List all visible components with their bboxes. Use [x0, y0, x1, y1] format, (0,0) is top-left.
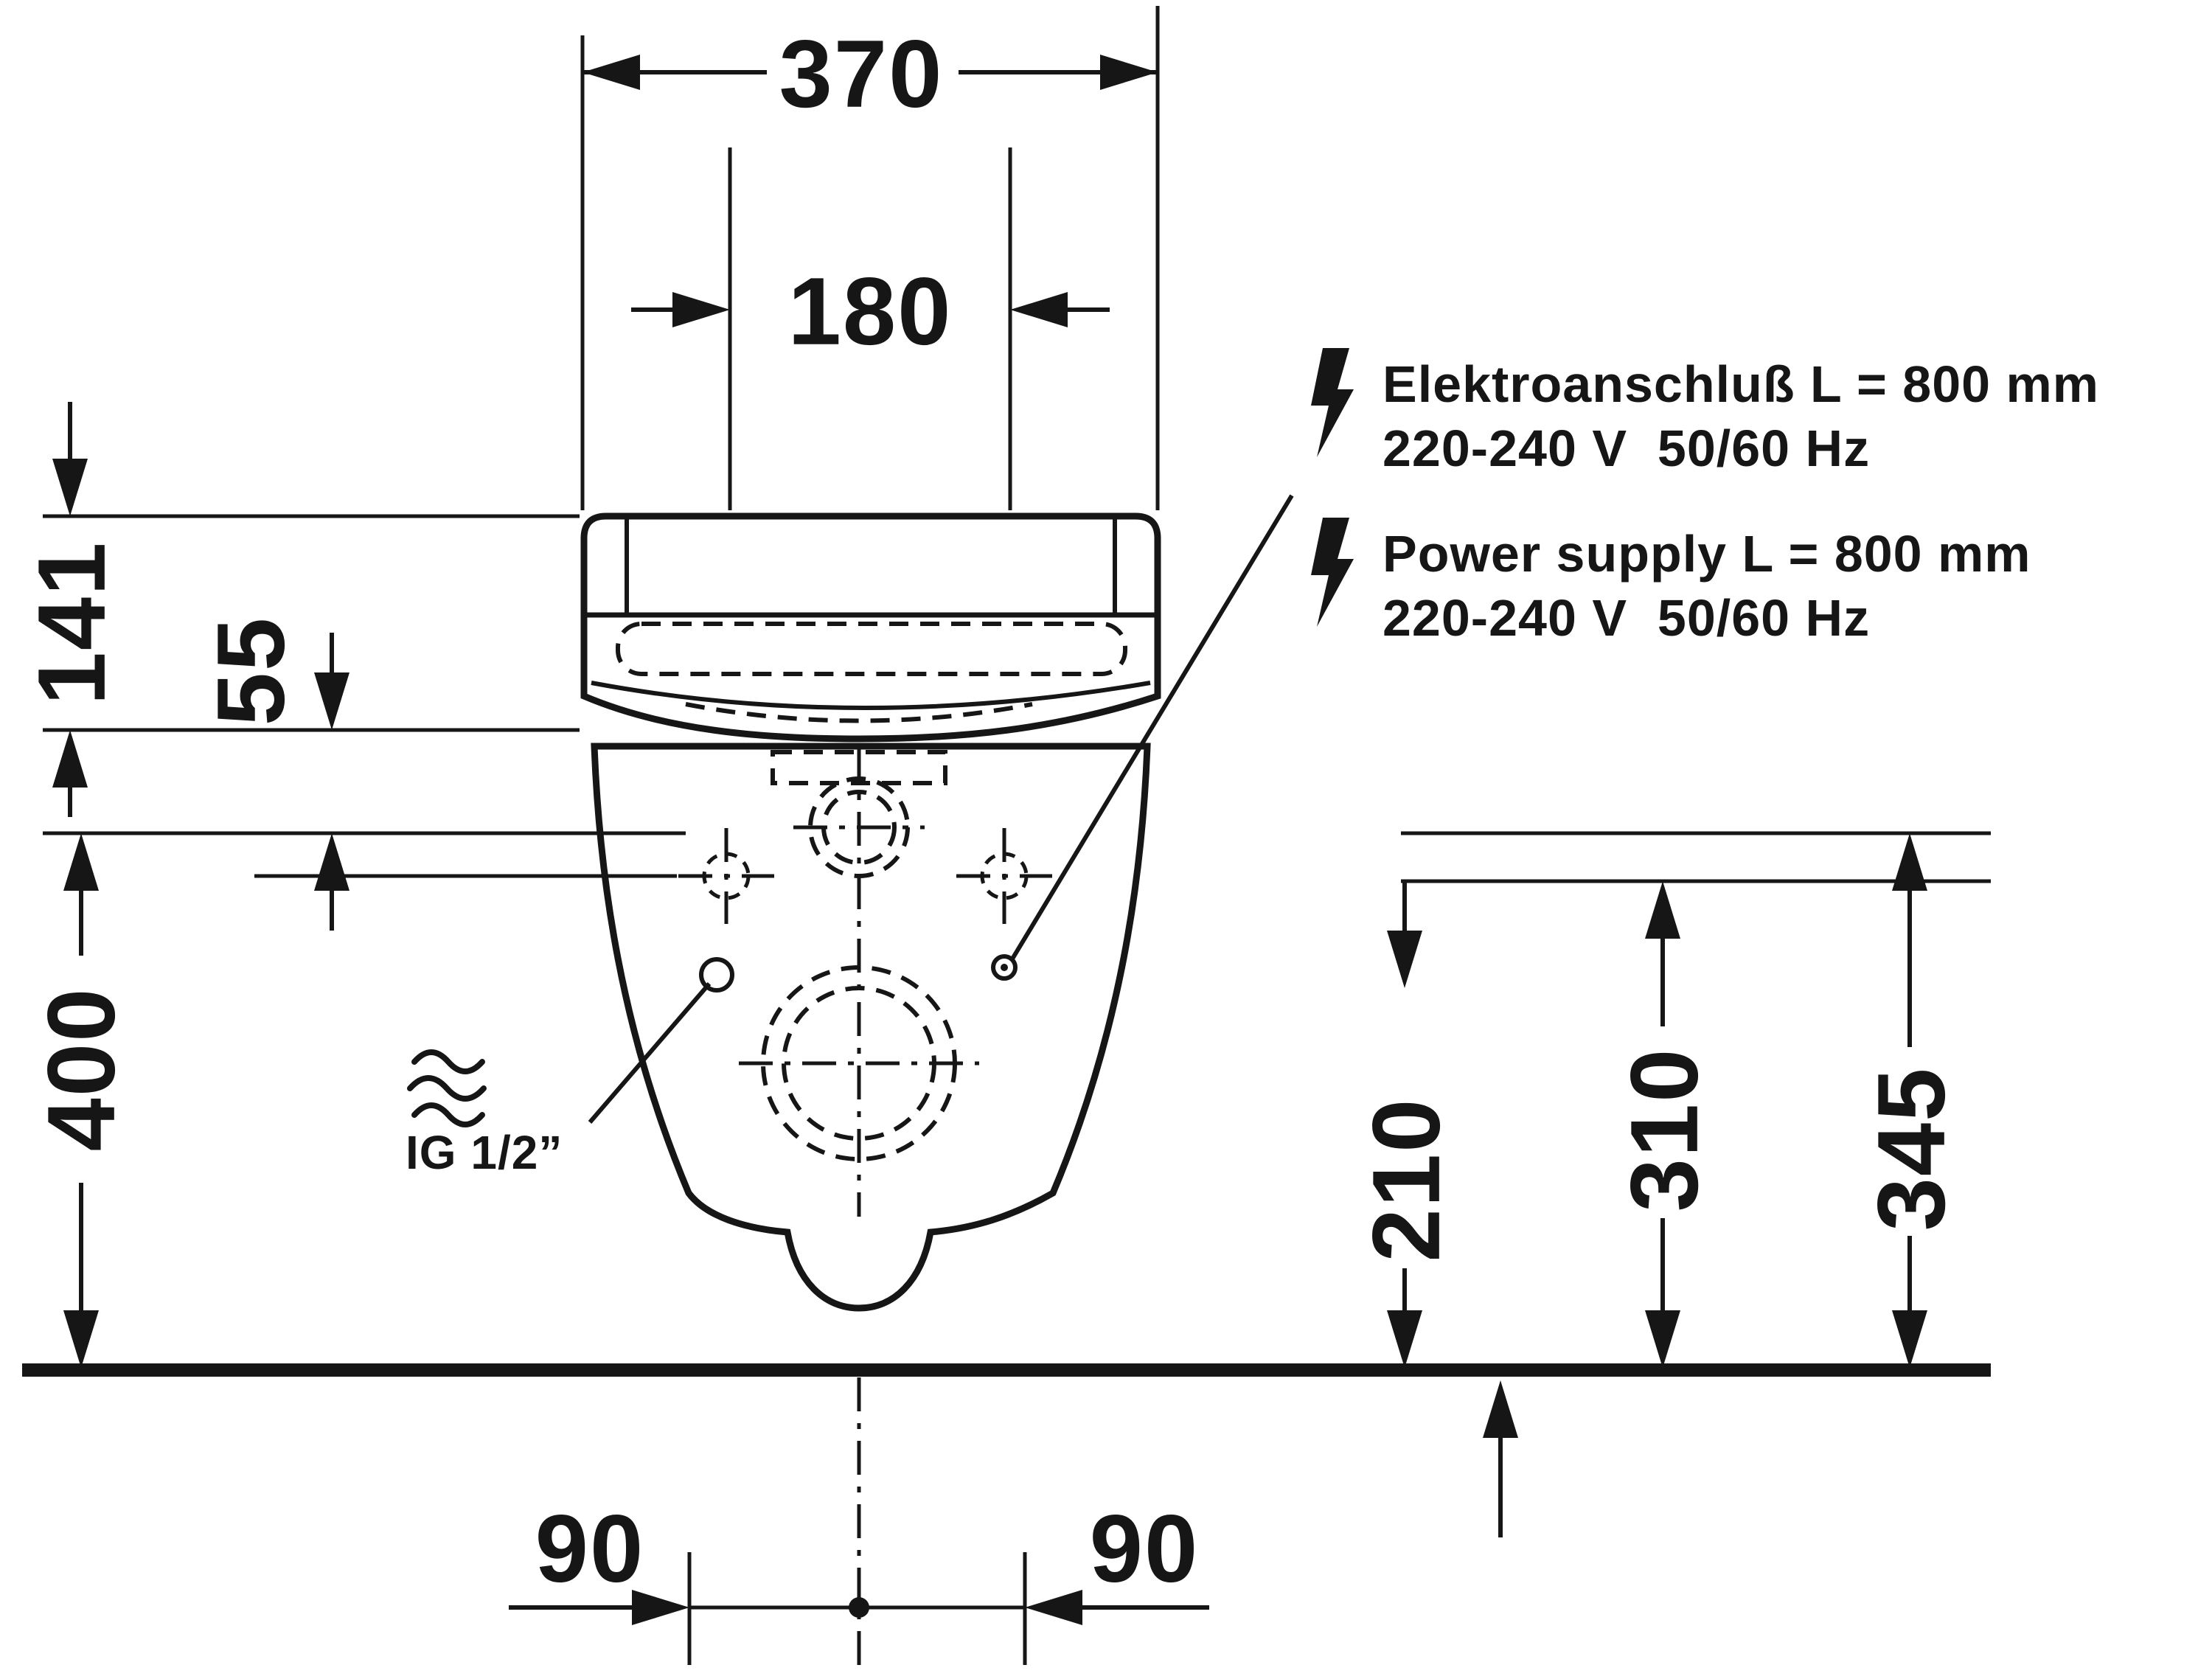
mount-slot-hidden [771, 750, 947, 785]
outlet-hidden-inner [782, 986, 936, 1141]
dimension-141: 141 [18, 402, 125, 817]
electrical-annotation-de: Elektroanschluß L = 800 mm 220-240 V 50/… [1311, 348, 2099, 477]
wave-line [407, 1075, 487, 1102]
dim-90-right-label: 90 [1090, 1495, 1200, 1602]
water-connection-circle [699, 957, 734, 993]
centerlines [678, 748, 1052, 1674]
toilet-bowl [591, 743, 1151, 1312]
arrowhead-up [1483, 1380, 1518, 1438]
reference-lines [43, 6, 1991, 1665]
seat-front-lip [591, 681, 1151, 710]
flush-inlet-hidden-inner [821, 790, 897, 865]
arrowhead-left [672, 292, 730, 327]
leader-water-inlet [588, 982, 712, 1124]
arrowhead-bottom [1387, 1310, 1422, 1368]
electrical-en-line2: 220-240 V 50/60 Hz [1382, 589, 1870, 647]
dimension-90-left: 90 [509, 1495, 689, 1625]
arrowhead [1025, 1590, 1082, 1625]
dim-310-label: 310 [1610, 1048, 1718, 1212]
arrowhead-left [582, 55, 640, 90]
dim-90-left-label: 90 [535, 1495, 645, 1602]
dimension-90-right: 90 [1025, 1495, 1209, 1625]
floor-reference-arrow [1483, 1380, 1518, 1537]
outlet-hidden-outer [761, 965, 957, 1161]
dim-55-label: 55 [197, 616, 305, 726]
wave-line [411, 1102, 485, 1127]
bowl-outline [591, 743, 1151, 1312]
power-connection-circle [991, 954, 1018, 981]
wave-line [411, 1049, 485, 1074]
dimension-400: 400 [27, 833, 135, 1368]
electrical-annotation-en: Power supply L = 800 mm 220-240 V 50/60 … [1311, 518, 2031, 647]
dim-345-label: 345 [1857, 1067, 1965, 1231]
electrical-de-line2: 220-240 V 50/60 Hz [1382, 420, 1870, 477]
arrowhead-top [314, 672, 349, 730]
arrowhead-right [1100, 55, 1158, 90]
seat-bottom-hidden-edge [685, 702, 1033, 723]
fixing-hole-right [980, 852, 1029, 900]
arrowhead-top [1892, 833, 1927, 891]
water-inlet-annotation: IG 1/2” [406, 1049, 563, 1179]
center-reference-dot [849, 1597, 869, 1618]
seat-ring-hidden-edge [616, 622, 1127, 676]
electrical-en-line1: Power supply L = 800 mm [1382, 525, 2031, 583]
flush-inlet-hidden-outer [808, 776, 910, 878]
arrowhead-top [1645, 881, 1680, 939]
dim-180-label: 180 [788, 257, 953, 365]
arrowhead-bottom [1645, 1310, 1680, 1368]
arrowhead-bottom [52, 730, 88, 788]
arrowhead-top [1387, 931, 1422, 988]
lightning-icon [1311, 518, 1354, 627]
water-inlet-label: IG 1/2” [406, 1126, 563, 1179]
lightning-icon [1311, 348, 1354, 457]
power-connection-dot [1001, 964, 1008, 971]
dim-210-label: 210 [1352, 1098, 1460, 1262]
dim-400-label: 400 [27, 987, 135, 1152]
arrowhead-top [52, 459, 88, 516]
dimension-55: 55 [197, 616, 349, 931]
arrowhead-bottom [1892, 1310, 1927, 1368]
leader-power-supply [1009, 494, 1294, 962]
dimension-180: 180 [631, 257, 1110, 365]
dim-141-label: 141 [18, 541, 125, 706]
arrowhead-right [1010, 292, 1068, 327]
water-waves-icon [407, 1049, 487, 1127]
dimension-345: 345 [1857, 833, 1965, 1368]
arrowhead-bottom [314, 833, 349, 891]
dimension-370: 370 [582, 20, 1158, 128]
arrowhead-top [63, 833, 99, 891]
fixing-hole-left [702, 852, 751, 900]
arrowhead-bottom [63, 1310, 99, 1368]
electrical-de-line1: Elektroanschluß L = 800 mm [1382, 355, 2099, 413]
dimension-210: 210 [1352, 883, 1460, 1368]
dim-370-label: 370 [779, 20, 944, 128]
toilet-seat-unit [580, 512, 1161, 743]
dimension-310: 310 [1610, 881, 1718, 1368]
seat-outline [580, 512, 1161, 743]
